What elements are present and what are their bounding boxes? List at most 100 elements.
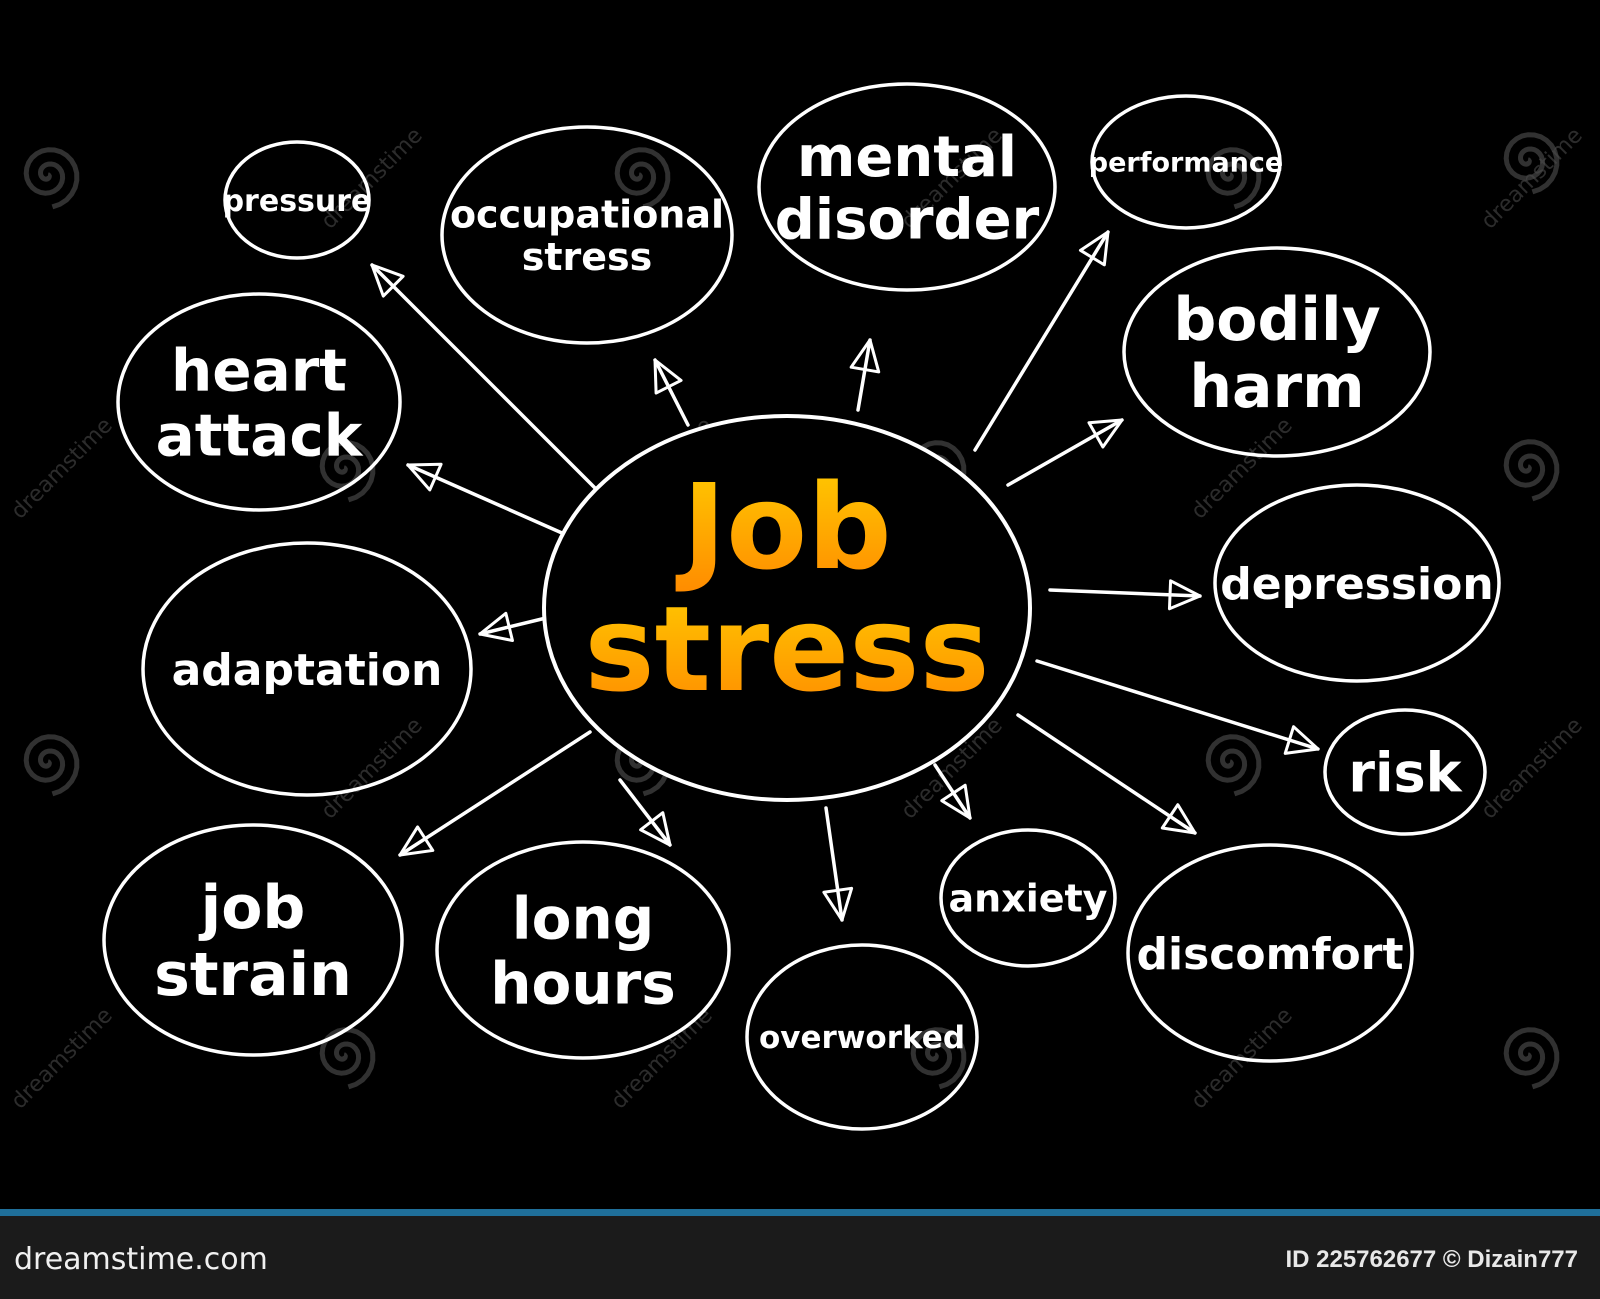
arrowhead-bodily-harm [1087, 418, 1124, 449]
node-outline-bodily-harm [1122, 246, 1432, 458]
arrowhead-heart-attack [406, 462, 443, 492]
node-label-long-hours: hours [490, 949, 676, 1017]
node-outline-job-strain [102, 823, 404, 1057]
footer-bar: dreamstime.com ID 225762677 © Dizain777 [0, 1209, 1600, 1299]
connector-performance [973, 230, 1110, 452]
node-outline-pressure [223, 140, 371, 260]
arrowhead-anxiety [940, 783, 972, 820]
spiral-logo-icon [614, 147, 671, 210]
spiral-logo-icon [23, 734, 80, 797]
arrowhead-discomfort [1160, 803, 1197, 835]
node-outline-long-hours [435, 840, 731, 1060]
arrowhead-risk [1283, 725, 1320, 755]
watermark-text: dreamstime [1477, 123, 1588, 234]
arrowhead-overworked [822, 886, 854, 922]
node-label-pressure: pressure [223, 184, 372, 219]
mind-map-diagram: dreamstime dreamstime dreamstime dreamstime… [7, 82, 1588, 1131]
node-label-occupational-stress: stress [522, 235, 653, 279]
node-anxiety: anxiety [939, 828, 1117, 968]
watermark-text: dreamstime [7, 413, 118, 524]
node-label-heart-attack: attack [156, 401, 364, 469]
node-label-long-hours: long [512, 884, 655, 952]
watermark-text: dreamstime [607, 1003, 718, 1114]
spiral-logo-icon [1205, 147, 1262, 210]
node-outline-mental-disorder [757, 82, 1057, 292]
node-outline-anxiety [939, 828, 1117, 968]
node-label-job-strain: job [199, 873, 306, 943]
watermark-text: dreamstime [1187, 413, 1298, 524]
connector-long-hours [618, 778, 672, 847]
node-outline-adaptation [141, 541, 473, 797]
connector-occupational-stress [653, 358, 690, 427]
node-outline-heart-attack [116, 292, 402, 512]
watermark-text: dreamstime [1477, 713, 1588, 824]
connector-bodily-harm [1006, 418, 1124, 487]
arrowhead-job-strain [398, 825, 435, 857]
node-label-risk: risk [1348, 741, 1462, 804]
node-label-overworked: overworked [759, 1020, 965, 1056]
connector-overworked [824, 806, 844, 922]
node-label-bodily-harm: harm [1189, 352, 1364, 422]
node-depression: depression [1213, 483, 1501, 683]
connector-heart-attack [406, 463, 564, 535]
arrowhead-depression [1167, 579, 1202, 611]
node-performance: performance [1089, 94, 1283, 230]
node-outline-depression [1213, 483, 1501, 683]
connector-layer [370, 230, 1320, 922]
node-label-mental-disorder: disorder [775, 188, 1040, 253]
node-risk: risk [1323, 708, 1487, 836]
node-discomfort: discomfort [1126, 843, 1414, 1063]
arrowhead-mental-disorder [849, 338, 881, 374]
arrowhead-occupational-stress [653, 358, 683, 395]
node-label-adaptation: adaptation [172, 645, 443, 696]
connector-pressure [370, 263, 597, 490]
node-overworked: overworked [745, 943, 979, 1131]
connector-job-strain [398, 730, 592, 857]
node-label-mental-disorder: mental [797, 125, 1017, 190]
footer-site-name: dreamstime.com [14, 1242, 268, 1277]
node-outline-performance [1090, 94, 1282, 230]
node-label-heart-attack: heart [171, 336, 347, 404]
arrowhead-long-hours [639, 811, 672, 847]
center-node: Job stress [542, 414, 1032, 802]
node-label-bodily-harm: bodily [1173, 285, 1380, 355]
node-label-anxiety: anxiety [949, 877, 1108, 921]
connector-anxiety [933, 763, 972, 820]
node-pressure: pressure [223, 140, 372, 260]
spiral-logo-icon [910, 1027, 967, 1090]
center-title-line1: Job [675, 458, 891, 596]
spiral-logo-icon [1503, 1027, 1560, 1090]
center-node-outline [542, 414, 1032, 802]
connector-risk [1035, 659, 1320, 751]
node-outline-overworked [745, 943, 979, 1131]
node-label-occupational-stress: occupational [450, 192, 724, 236]
node-outline-discomfort [1126, 843, 1414, 1063]
footer-image-id: ID 225762677 © Dizain777 [1285, 1246, 1578, 1273]
watermark-text: dreamstime [317, 713, 428, 824]
node-outline-risk [1323, 708, 1487, 836]
arrowhead-performance [1078, 230, 1110, 267]
node-outline-occupational-stress [440, 125, 734, 345]
connector-discomfort [1016, 713, 1197, 835]
spiral-logo-icon [23, 147, 80, 210]
node-label-depression: depression [1220, 559, 1493, 610]
node-label-discomfort: discomfort [1136, 929, 1403, 980]
mind-map-canvas: dreamstime dreamstime dreamstime dreamstime… [6, 82, 1588, 1131]
spiral-logo-icon [1503, 132, 1560, 195]
center-title-line2: stress [584, 580, 989, 718]
arrowhead-adaptation [478, 611, 514, 643]
spiral-logo-icon [319, 1027, 376, 1090]
node-label-performance: performance [1089, 148, 1283, 179]
spiral-logo-icon [1205, 734, 1262, 797]
connector-mental-disorder [856, 338, 872, 412]
watermark-text: dreamstime [7, 1003, 118, 1114]
spiral-logo-icon [1503, 439, 1560, 502]
node-adaptation: adaptation [141, 541, 473, 797]
